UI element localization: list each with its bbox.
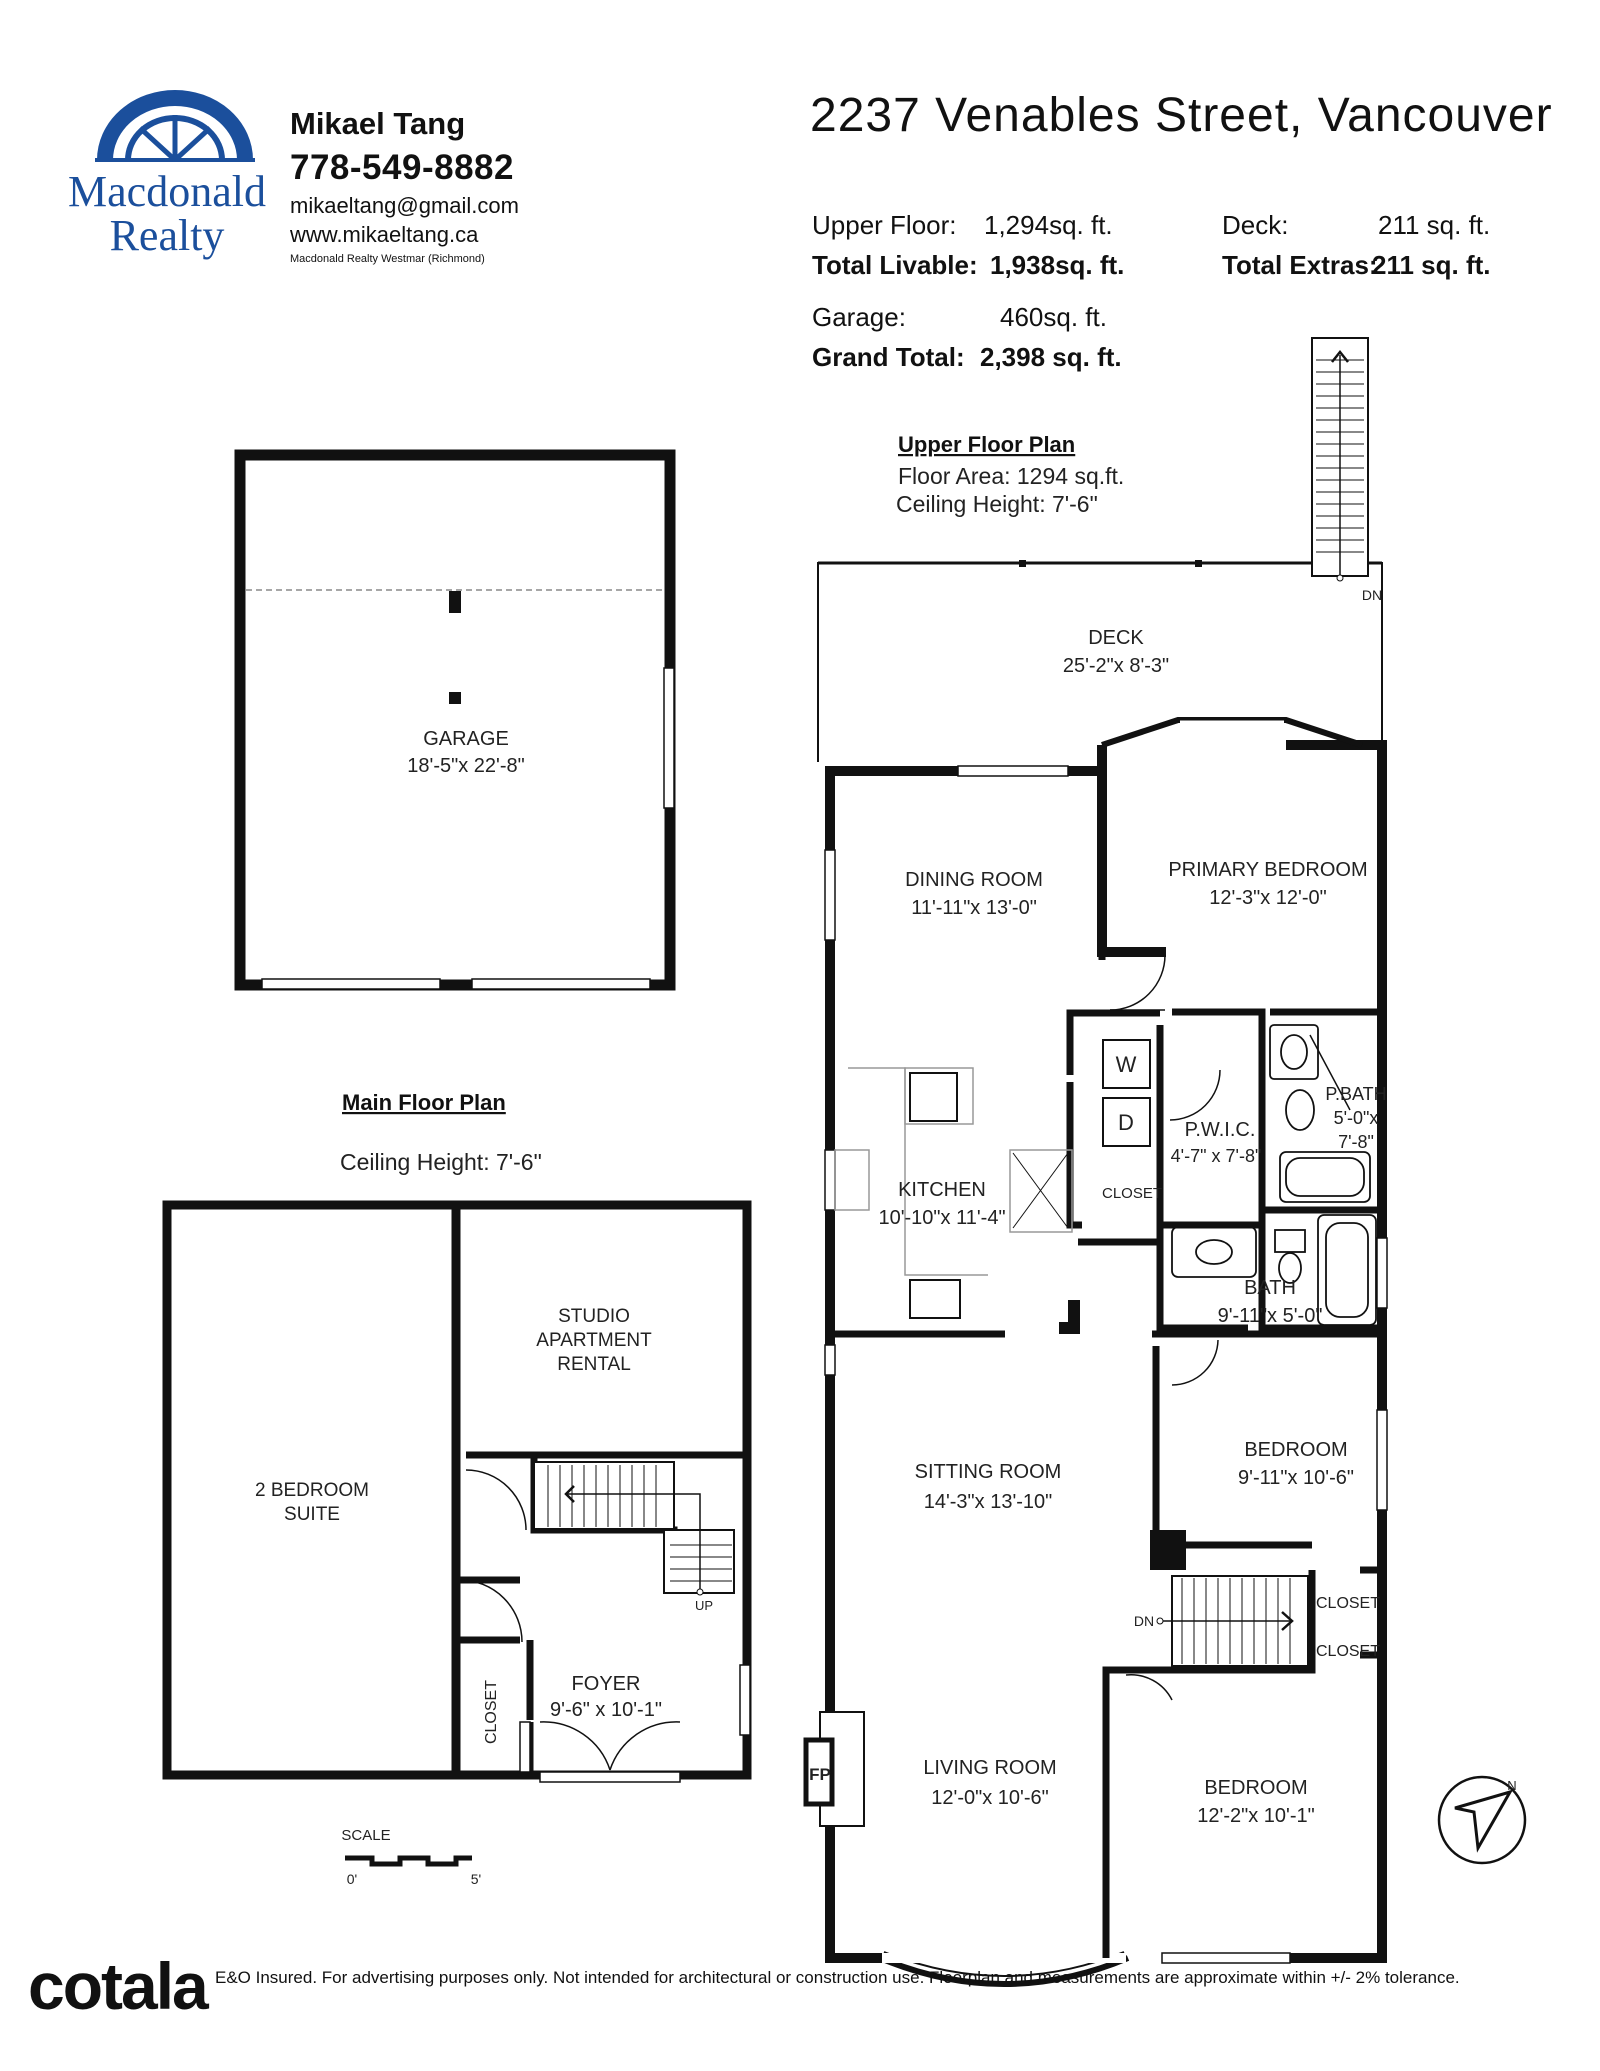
deck-area-label: Deck: — [1222, 210, 1289, 240]
washer-marker: W — [1116, 1052, 1137, 1077]
upper-plan-floor-area: Floor Area: 1294 sq.ft. — [898, 463, 1124, 489]
compass — [1437, 1775, 1527, 1865]
foyer-closet-label: CLOSET — [483, 1680, 500, 1744]
primary-bedroom-dim: 12'-3"x 12'-0" — [1209, 887, 1326, 909]
bath-name: BATH — [1244, 1277, 1296, 1299]
sitting-room-name: SITTING ROOM — [915, 1461, 1062, 1483]
deck-area-value: 211 sq. ft. — [1378, 210, 1491, 240]
scale-start: 0' — [347, 1871, 357, 1887]
kitchen-closet-label: CLOSET — [1102, 1185, 1162, 1202]
main-floor-plan — [162, 1200, 752, 1783]
agent-website[interactable]: www.mikaeltang.ca — [290, 222, 479, 247]
living-room-name: LIVING ROOM — [923, 1757, 1056, 1779]
main-plan-ceiling: Ceiling Height: 7'-6" — [340, 1149, 542, 1175]
kitchen-dim: 10'-10"x 11'-4" — [878, 1207, 1005, 1229]
dryer-marker: D — [1118, 1110, 1134, 1135]
logo-line2: Realty — [109, 211, 225, 260]
scale-label: SCALE — [341, 1827, 390, 1844]
foyer-name: FOYER — [572, 1673, 641, 1695]
pwic-name: P.W.I.C. — [1185, 1119, 1256, 1141]
studio-line1: STUDIO — [558, 1306, 630, 1327]
main-plan-title: Main Floor Plan — [342, 1090, 506, 1115]
foyer-dim: 9'-6" x 10'-1" — [550, 1699, 662, 1721]
suite-line1: 2 BEDROOM — [255, 1480, 369, 1501]
dining-dim: 11'-11"x 13'-0" — [911, 897, 1037, 919]
garage-plan — [234, 449, 676, 991]
total-extras-value: 211 sq. ft. — [1372, 250, 1491, 280]
property-address: 2237 Venables Street, Vancouver — [810, 89, 1553, 142]
upper-plan-ceiling: Ceiling Height: 7'-6" — [896, 491, 1098, 517]
agent-email[interactable]: mikaeltang@gmail.com — [290, 193, 519, 218]
upper-floor-label: Upper Floor: — [812, 210, 957, 240]
stair-up-marker: UP — [695, 1598, 713, 1613]
primary-bedroom-name: PRIMARY BEDROOM — [1168, 859, 1367, 881]
macdonald-realty-logo — [95, 90, 255, 162]
deck-name: DECK — [1088, 627, 1144, 649]
disclaimer: E&O Insured. For advertising purposes on… — [215, 1968, 1460, 1987]
main-stair — [1156, 1575, 1309, 1667]
grand-total-label: Grand Total: — [812, 342, 965, 372]
upper-floor-plan — [803, 337, 1527, 1987]
garage-area-label: Garage: — [812, 302, 906, 332]
garage-dim: 18'-5"x 22'-8" — [407, 755, 524, 777]
studio-line3: RENTAL — [557, 1354, 631, 1375]
bedroom2-name: BEDROOM — [1204, 1777, 1307, 1799]
agent-name: Mikael Tang — [290, 106, 466, 141]
sitting-room-dim: 14'-3"x 13'-10" — [924, 1491, 1053, 1513]
garage-area-value: 460sq. ft. — [1000, 302, 1107, 332]
agent-phone[interactable]: 778-549-8882 — [290, 148, 514, 187]
logo-line1: Macdonald — [68, 167, 266, 216]
pbath-dim1: 5'-0"x — [1334, 1108, 1379, 1128]
bedroom1-dim: 9'-11"x 10'-6" — [1238, 1467, 1354, 1489]
bath-dim: 9'-11"x 5'-0" — [1218, 1305, 1323, 1327]
deck-stair-dn-marker: DN — [1362, 587, 1382, 603]
living-room-dim: 12'-0"x 10'-6" — [931, 1787, 1048, 1809]
scale-bar — [345, 1855, 472, 1867]
kitchen-name: KITCHEN — [898, 1179, 986, 1201]
main-stair-dn-marker: DN — [1134, 1613, 1154, 1629]
pbath-dim2: 7'-8" — [1338, 1132, 1374, 1152]
studio-line2: APARTMENT — [536, 1330, 652, 1351]
scale-end: 5' — [471, 1871, 481, 1887]
logo-wordmark: Macdonald Realty — [62, 170, 272, 258]
agent-office: Macdonald Realty Westmar (Richmond) — [290, 253, 485, 265]
deck-dim: 25'-2"x 8'-3" — [1063, 655, 1169, 677]
bedroom2-dim: 12'-2"x 10'-1" — [1197, 1805, 1314, 1827]
pwic-dim: 4'-7" x 7'-8" — [1171, 1146, 1262, 1166]
deck-stair — [1311, 337, 1369, 582]
closet2-label: CLOSET — [1316, 1643, 1380, 1660]
compass-north-marker: N — [1507, 1778, 1516, 1793]
bedroom1-name: BEDROOM — [1244, 1439, 1347, 1461]
suite-line2: SUITE — [284, 1504, 340, 1525]
pbath-name: P.BATH — [1325, 1084, 1386, 1104]
total-extras-label: Total Extras: — [1222, 250, 1378, 280]
upper-floor-value: 1,294sq. ft. — [984, 210, 1113, 240]
total-livable-label: Total Livable: — [812, 250, 978, 280]
logo-arch — [97, 90, 253, 161]
dining-name: DINING ROOM — [905, 869, 1043, 891]
garage-name: GARAGE — [423, 728, 509, 750]
cotala-brand: cotala — [28, 1949, 209, 2023]
upper-plan-title: Upper Floor Plan — [898, 432, 1075, 457]
closet1-label: CLOSET — [1316, 1595, 1380, 1612]
grand-total-value: 2,398 sq. ft. — [980, 342, 1122, 372]
fireplace-marker: FP — [809, 1765, 831, 1784]
total-livable-value: 1,938sq. ft. — [990, 250, 1125, 280]
